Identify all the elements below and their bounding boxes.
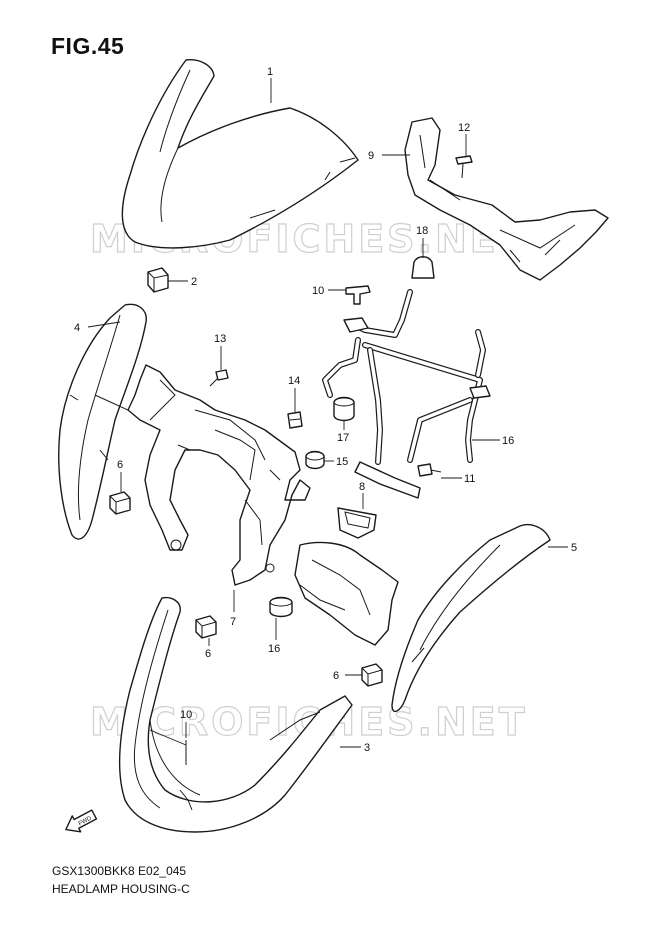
part-14-screw <box>209 369 229 387</box>
callout-16a: 15 <box>336 456 348 468</box>
callout-12: 12 <box>458 122 470 134</box>
figure-name: HEADLAMP HOUSING-C <box>52 882 190 896</box>
part-11-clip <box>345 285 371 305</box>
callout-6b: 6 <box>205 648 211 660</box>
part-18-grommet <box>333 396 355 422</box>
part-4-side-panel <box>58 303 147 540</box>
part-12-screw <box>455 155 473 179</box>
callout-7: 7 <box>230 616 236 628</box>
leader-10 <box>149 722 187 746</box>
part-8-holder <box>294 507 399 646</box>
part-7-stay <box>127 364 311 586</box>
callout-6c: 6 <box>333 670 339 682</box>
figure-title: FIG.45 <box>51 33 125 59</box>
callout-4: 4 <box>74 322 80 334</box>
part-9-bracket <box>404 117 609 281</box>
callout-6a: 6 <box>117 459 123 471</box>
callout-3: 2 <box>191 276 197 288</box>
part-6-cushion-a <box>109 491 131 515</box>
callout-17: 16 <box>502 435 514 447</box>
part-13-screw <box>417 463 442 477</box>
part-2-upper-cowl <box>121 59 359 249</box>
callout-16b: 16 <box>268 643 280 655</box>
callout-18: 17 <box>337 432 349 444</box>
part-15-nut <box>287 411 303 429</box>
callout-11: 10 <box>312 285 324 297</box>
part-16-grommet-b <box>269 596 293 618</box>
callout-13: 11 <box>464 473 475 485</box>
part-1-lower-cowl <box>118 596 353 833</box>
callout-5: 5 <box>571 542 577 554</box>
leader-4 <box>87 321 121 328</box>
part-6-cushion-c <box>361 663 383 687</box>
callout-8: 8 <box>359 481 365 493</box>
callout-14: 13 <box>214 333 226 345</box>
forward-arrow-icon: FWD <box>65 809 98 833</box>
part-19-grommet <box>411 256 435 279</box>
callout-2: 1 <box>267 66 273 78</box>
callout-1: 3 <box>364 742 370 754</box>
callout-10: 10 <box>180 709 192 721</box>
part-3-cushion <box>147 267 169 293</box>
part-17-pipe-frame <box>322 289 491 499</box>
part-5-side-panel <box>391 523 551 713</box>
callout-15: 14 <box>288 375 300 387</box>
part-16-grommet-a <box>305 450 325 470</box>
callout-19: 18 <box>416 225 428 237</box>
model-code: GSX1300BKK8 E02_045 <box>52 864 187 878</box>
part-6-cushion-b <box>195 615 217 639</box>
callout-9: 9 <box>368 150 374 162</box>
